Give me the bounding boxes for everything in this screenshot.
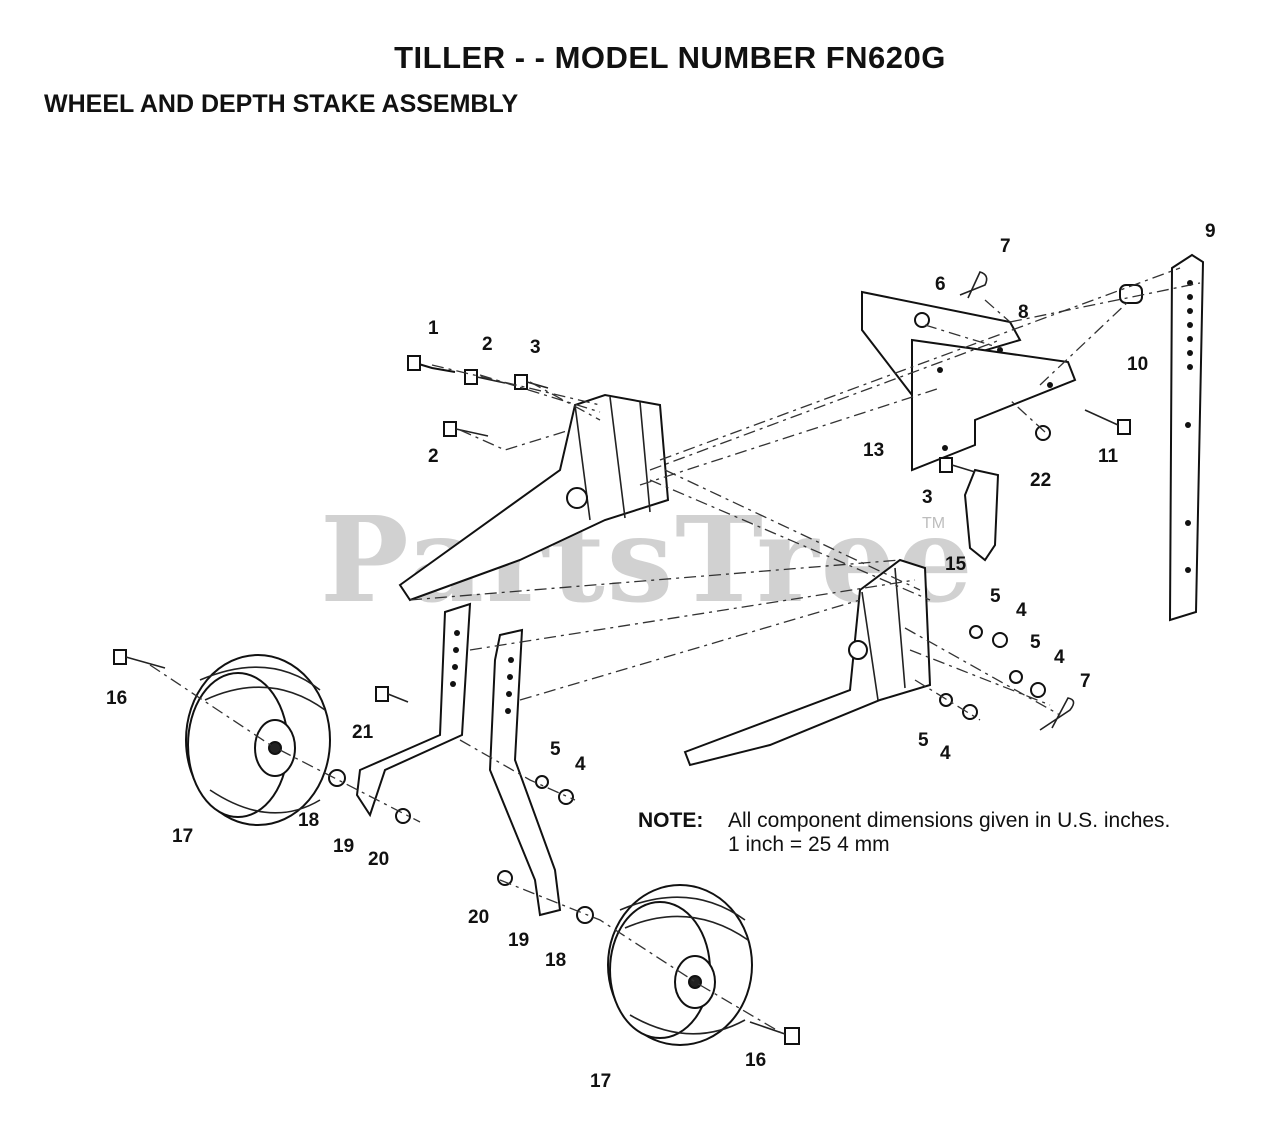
right-frame-bracket [683, 558, 932, 767]
left-frame-bracket [398, 393, 670, 602]
callout-8: 8 [1018, 302, 1029, 323]
callout-7: 7 [1000, 236, 1011, 257]
callout-18: 18 [545, 950, 566, 971]
callout-16: 16 [106, 688, 127, 709]
note-line-2: 1 inch = 25 4 mm [728, 833, 890, 856]
watermark-trademark: TM [922, 515, 946, 532]
callout-9: 9 [1205, 221, 1216, 242]
callout-3: 3 [530, 337, 541, 358]
callout-1: 1 [428, 318, 439, 339]
callout-5: 5 [990, 586, 1001, 607]
fasteners [113, 271, 1143, 1045]
callout-4: 4 [1054, 647, 1065, 668]
wheel-brackets [355, 602, 562, 917]
depth-stake [1168, 253, 1205, 622]
callout-4: 4 [1016, 600, 1027, 621]
callout-2: 2 [428, 446, 439, 467]
callout-3: 3 [922, 487, 933, 508]
callout-4: 4 [940, 743, 951, 764]
stake-latch [963, 468, 1000, 562]
callout-labels: 1 2 3 2 6 7 8 9 10 11 13 3 22 15 5 4 5 4… [106, 221, 1216, 1092]
callout-5: 5 [918, 730, 929, 751]
callout-19: 19 [508, 930, 529, 951]
callout-15: 15 [945, 554, 967, 575]
diagram-title: TILLER - - MODEL NUMBER FN620G [394, 40, 946, 75]
callout-21: 21 [352, 722, 374, 743]
dimension-note: NOTE: All component dimensions given in U… [638, 809, 1170, 857]
callout-19: 19 [333, 836, 354, 857]
callout-16: 16 [745, 1050, 766, 1071]
wheel-left [185, 654, 331, 826]
callout-22: 22 [1030, 470, 1051, 491]
callout-4: 4 [575, 754, 586, 775]
callout-13: 13 [863, 440, 884, 461]
callout-20: 20 [468, 907, 489, 928]
wheel-right [607, 884, 753, 1046]
assembly-lines [149, 267, 1201, 1036]
callout-17: 17 [172, 826, 193, 847]
callout-5: 5 [1030, 632, 1041, 653]
callout-17: 17 [590, 1071, 611, 1092]
callout-11: 11 [1098, 446, 1119, 467]
callout-7: 7 [1080, 671, 1091, 692]
callout-18: 18 [298, 810, 319, 831]
callout-10: 10 [1127, 354, 1148, 375]
callout-5: 5 [550, 739, 561, 760]
note-label: NOTE: [638, 809, 704, 832]
note-line-1: All component dimensions given in U.S. i… [728, 809, 1171, 832]
callout-2: 2 [482, 334, 493, 355]
callout-20: 20 [368, 849, 389, 870]
assembly-subtitle: WHEEL AND DEPTH STAKE ASSEMBLY [44, 90, 519, 118]
callout-6: 6 [935, 274, 946, 295]
